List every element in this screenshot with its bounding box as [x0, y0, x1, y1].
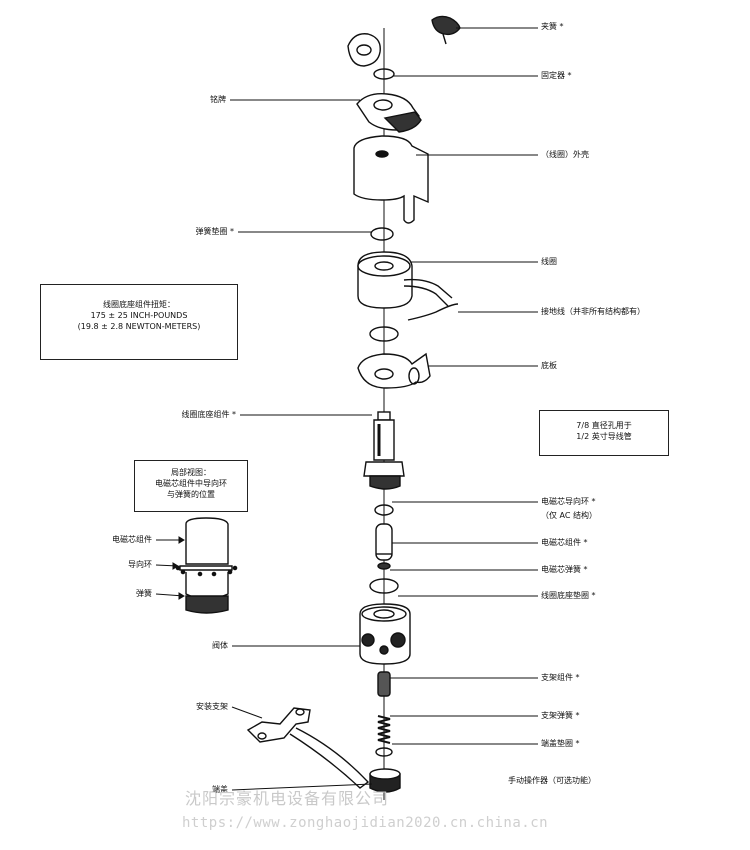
plunger-guide-ring-part	[374, 504, 394, 516]
label-core-assembly: 支架组件 *	[541, 673, 580, 682]
coil-housing-part	[353, 135, 429, 224]
coil-part	[357, 251, 453, 309]
ground-washer	[369, 326, 399, 342]
label-plunger-guide-ring: 电磁芯导向环 *	[541, 497, 596, 506]
label-manual-operator: 手动操作器（可选功能）	[508, 776, 596, 785]
nameplate-part	[356, 93, 422, 133]
detail-title-line1: 局部视图：	[171, 468, 211, 477]
torque-spec-box: 线圈底座组件扭矩： 175 ± 25 INCH-POUNDS (19.8 ± 2…	[40, 284, 238, 360]
valve-body-part	[359, 603, 411, 665]
label-valve-body: 阀体	[212, 641, 228, 650]
coil-base-assembly-part	[363, 411, 405, 490]
hole-note-line2: 1/2 英寸导线管	[576, 432, 632, 441]
label-mounting-bracket: 安装支架	[196, 702, 228, 711]
label-plunger-spring: 电磁芯弹簧 *	[541, 565, 588, 574]
conduit-hole-note-box: 7/8 直径孔用于 1/2 英寸导线管	[539, 410, 669, 456]
label-ground-wire: 接地线（并非所有结构都有）	[541, 307, 645, 316]
plunger-assembly-part	[375, 523, 393, 570]
label-coil-base-assembly: 线圈底座组件 *	[181, 410, 236, 419]
hole-note-line1: 7/8 直径孔用于	[576, 421, 632, 430]
leader-lines-left	[230, 99, 373, 791]
label-coil: 线圈	[541, 257, 557, 266]
torque-inch: 175 ± 25 INCH-POUNDS	[90, 311, 188, 320]
label-coil-base-gasket: 线圈底座垫圈 *	[541, 591, 596, 600]
ground-wire-part	[407, 303, 459, 321]
end-cap-part	[369, 768, 401, 793]
core-spring-part	[377, 715, 391, 744]
label-detail-guide-ring: 导向环	[128, 560, 152, 569]
base-plate-part	[357, 352, 431, 389]
label-spring-washer: 弹簧垫圈 *	[195, 227, 234, 236]
detail-title-line2: 电磁芯组件中导向环	[155, 479, 227, 488]
watermark-url: https://www.zonghaojidian2020.cn.china.c…	[182, 815, 549, 831]
label-coil-housing: （线圈）外壳	[541, 150, 589, 159]
label-core-spring: 支架弹簧 *	[541, 711, 580, 720]
label-base-plate: 底板	[541, 361, 557, 370]
label-retainer: 固定器 *	[541, 71, 572, 80]
coil-base-gasket-part	[369, 578, 399, 594]
label-clip-spring: 夹簧 *	[541, 22, 564, 31]
spring-washer-part	[370, 227, 394, 241]
label-end-cap: 端盖	[212, 785, 228, 794]
detail-arrows	[155, 536, 185, 600]
torque-newton: (19.8 ± 2.8 NEWTON-METERS)	[77, 322, 201, 331]
label-ac-only: （仅 AC 结构）	[541, 511, 598, 520]
detail-title-line3: 与弹簧的位置	[167, 490, 215, 499]
torque-title: 线圈底座组件扭矩：	[103, 300, 175, 309]
watermark-company: 沈阳宗豪机电设备有限公司	[185, 789, 390, 808]
clip-spring-part	[431, 15, 461, 45]
end-cap-gasket-part	[375, 747, 393, 757]
label-detail-spring: 弹簧	[136, 589, 152, 598]
retainer-washer	[373, 68, 395, 80]
detail-view-title-box: 局部视图： 电磁芯组件中导向环 与弹簧的位置	[134, 460, 248, 512]
core-assembly-part	[377, 671, 391, 697]
leader-lines-right	[390, 27, 538, 745]
mounting-bracket-part	[246, 707, 370, 789]
retainer-nut-part	[347, 33, 381, 67]
label-nameplate: 铭牌	[210, 95, 226, 104]
label-end-cap-gasket: 端盖垫圈 *	[541, 739, 580, 748]
label-plunger-assembly: 电磁芯组件 *	[541, 538, 588, 547]
detail-view-drawing	[175, 517, 238, 614]
label-detail-plunger: 电磁芯组件	[112, 535, 152, 544]
